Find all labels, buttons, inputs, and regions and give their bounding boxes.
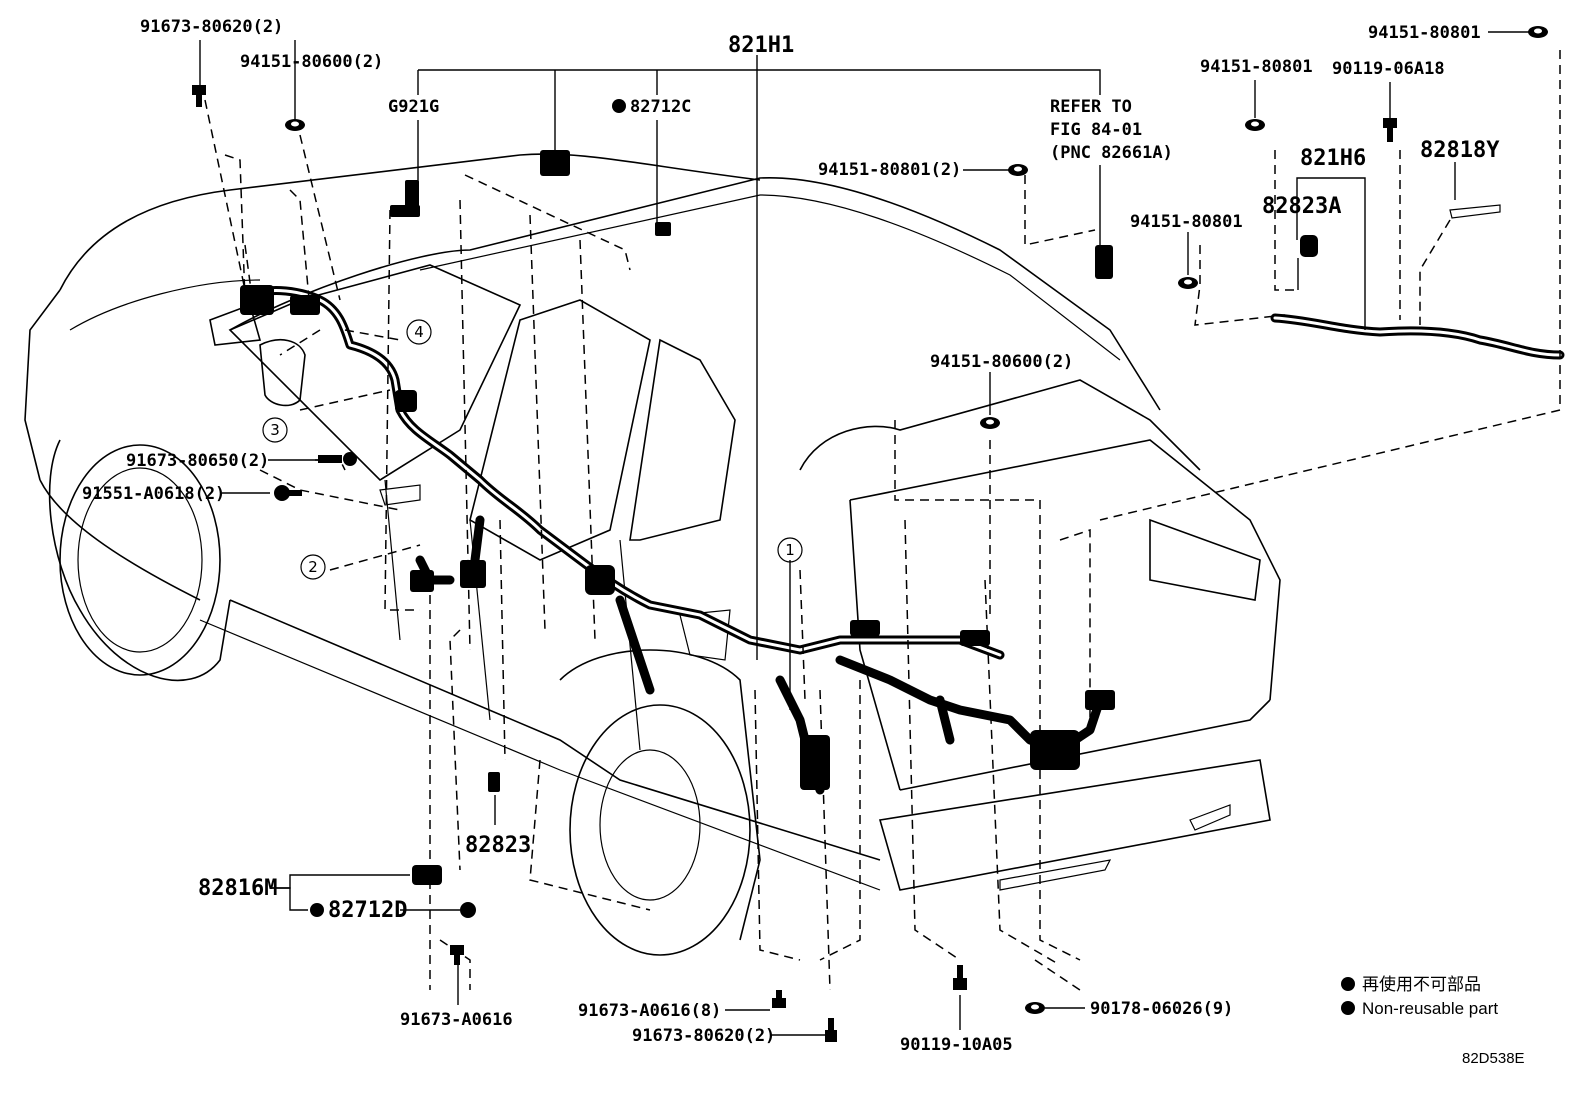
legend-text-english: Non-reusable part [1362, 999, 1498, 1018]
part-label-90178-06026: 90178-06026(9) [1090, 999, 1233, 1019]
callout-2-number: 2 [308, 558, 318, 576]
nut-icon [980, 417, 1000, 429]
part-label-91673-A0616: 91673-A0616 [400, 1010, 513, 1030]
part-label-94151-80600-top: 94151-80600(2) [240, 52, 383, 72]
sub-harness-821H6 [1270, 204, 1565, 360]
non-reusable-dot-icon [612, 99, 626, 113]
fasteners [192, 26, 1548, 1042]
part-label-94151-80801-top-right: 94151-80801 [1368, 23, 1481, 43]
refer-note-line3: (PNC 82661A) [1050, 143, 1173, 163]
part-label-91673-A0616-8: 91673-A0616(8) [578, 1001, 721, 1021]
callout-circles: 4 3 2 1 [262, 319, 803, 580]
nut-icon [460, 902, 476, 918]
callout-circle-3 [262, 417, 288, 443]
callout-circle-1 [777, 537, 803, 563]
bolt-icon [825, 1018, 837, 1042]
sensor-icon [412, 865, 442, 885]
bolt-icon [1383, 118, 1397, 142]
part-label-82712C: 82712C [630, 97, 691, 117]
part-label-91673-80620-top: 91673-80620(2) [140, 17, 283, 37]
refer-note-line2: FIG 84-01 [1050, 120, 1142, 140]
bolt-icon [192, 85, 206, 107]
part-labels: 91673-80620(2) 94151-80600(2) 821H1 G921… [82, 17, 1500, 1055]
bolt-icon [953, 965, 967, 990]
part-label-90119-06A18: 90119-06A18 [1332, 59, 1445, 79]
bolt-icon [772, 990, 786, 1008]
callout-1-number: 1 [785, 541, 795, 559]
part-label-821H1: 821H1 [728, 33, 794, 58]
part-label-94151-80600-mid: 94151-80600(2) [930, 352, 1073, 372]
part-label-91551-A0618: 91551-A0618(2) [82, 484, 225, 504]
non-reusable-dot-icon [310, 903, 324, 917]
bolt-icon [318, 452, 357, 466]
part-label-94151-80801-a: 94151-80801 [1200, 57, 1313, 77]
leader-lines [199, 31, 1530, 1036]
part-label-91673-80620-bottom: 91673-80620(2) [632, 1026, 775, 1046]
nut-icon [1178, 277, 1198, 289]
callout-circle-2 [300, 554, 326, 580]
part-label-82823A: 82823A [1262, 194, 1341, 219]
part-label-821H6: 821H6 [1300, 146, 1366, 171]
figure-code: 82D538E [1462, 1050, 1525, 1067]
phantom-lines [204, 50, 1561, 991]
part-label-91673-80650: 91673-80650(2) [126, 451, 269, 471]
part-label-G921G: G921G [388, 97, 439, 117]
part-label-82712D: 82712D [328, 898, 407, 923]
nut-icon [285, 119, 305, 131]
nut-icon [1025, 1002, 1045, 1014]
legend-dot-icon [1341, 1001, 1355, 1015]
callout-3-number: 3 [270, 421, 280, 439]
part-label-82823: 82823 [465, 833, 531, 858]
part-label-90119-10A05: 90119-10A05 [900, 1035, 1013, 1055]
legend: 再使用不可部品 Non-reusable part [1341, 974, 1498, 1018]
part-label-82816M: 82816M [198, 876, 277, 901]
nut-icon [1245, 119, 1265, 131]
main-harness-821H1 [240, 150, 1115, 795]
part-label-94151-80801-2: 94151-80801(2) [818, 160, 961, 180]
part-label-94151-80801-b: 94151-80801 [1130, 212, 1243, 232]
screw-icon [274, 485, 302, 501]
clip-icon [488, 772, 500, 792]
callout-circle-4 [406, 319, 432, 345]
nut-icon [1008, 164, 1028, 176]
legend-text-japanese: 再使用不可部品 [1362, 974, 1481, 994]
vehicle-body-outline [24, 153, 1281, 956]
callout-4-number: 4 [414, 323, 424, 341]
nut-icon [1528, 26, 1548, 38]
refer-note-line1: REFER TO [1050, 97, 1132, 117]
bolt-icon [450, 945, 464, 965]
legend-dot-icon [1341, 977, 1355, 991]
part-label-82818Y: 82818Y [1420, 138, 1500, 163]
